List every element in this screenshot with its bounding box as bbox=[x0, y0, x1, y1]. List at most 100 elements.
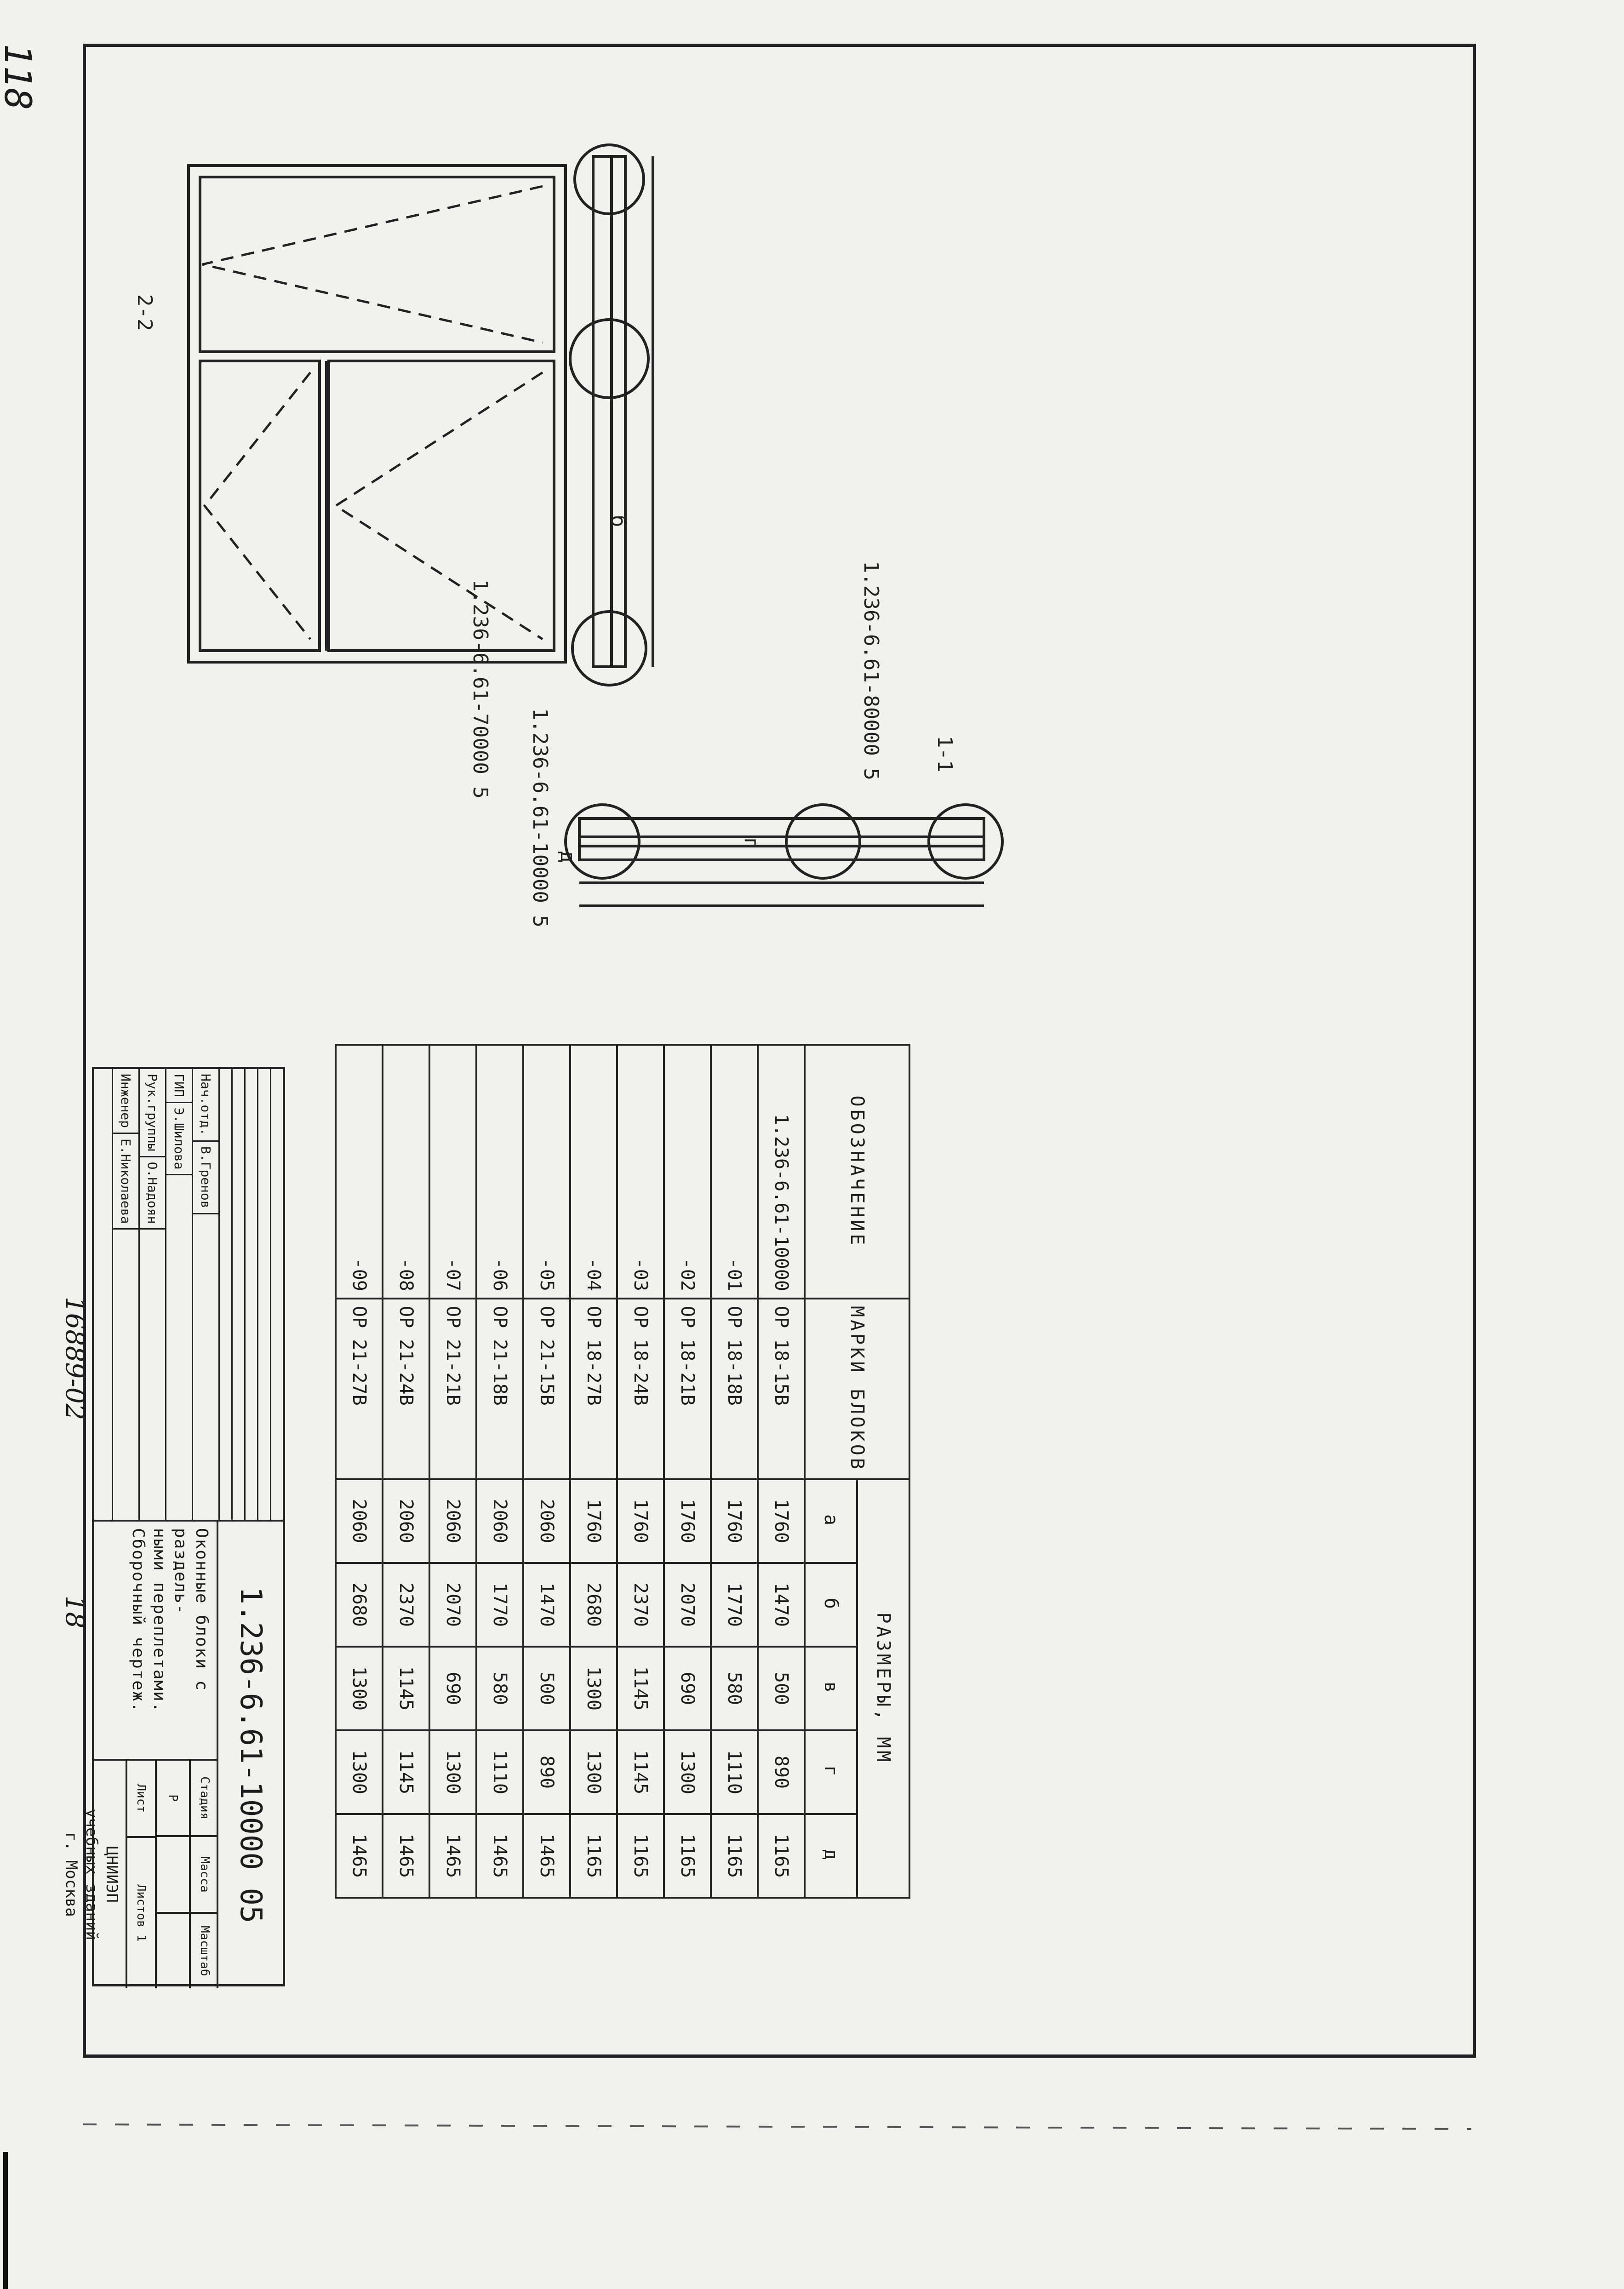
archive-sheet: 18 bbox=[60, 1596, 90, 1629]
cell-code: -06 bbox=[476, 1045, 523, 1299]
cell-d: 1165 bbox=[664, 1814, 711, 1898]
cell-code: -08 bbox=[383, 1045, 429, 1299]
cell-b: 2070 bbox=[429, 1562, 476, 1647]
cell-d: 1165 bbox=[617, 1814, 664, 1898]
cell-v: 500 bbox=[758, 1646, 805, 1730]
cell-code: -04 bbox=[570, 1045, 617, 1299]
cell-b: 2370 bbox=[617, 1562, 664, 1647]
cell-mark: ОР 21-18В bbox=[476, 1299, 523, 1479]
col-b: б bbox=[805, 1562, 857, 1647]
cell-d: 1165 bbox=[758, 1814, 805, 1898]
cell-d: 1465 bbox=[476, 1814, 523, 1898]
cell-mark: ОР 18-27В bbox=[570, 1299, 617, 1479]
cell-d: 1165 bbox=[711, 1814, 758, 1898]
node-ref-1: 1.236-6.61-10000 5 bbox=[528, 708, 552, 927]
cell-code: -07 bbox=[429, 1045, 476, 1299]
cell-v: 1145 bbox=[383, 1646, 429, 1730]
person-row: Нач.отд.В.Гренов bbox=[192, 1069, 218, 1520]
cell-b: 1470 bbox=[523, 1562, 570, 1647]
cell-a: 2060 bbox=[429, 1479, 476, 1563]
cell-mark: ОР 21-21В bbox=[429, 1299, 476, 1479]
col-g: г bbox=[805, 1730, 857, 1814]
cell-v: 580 bbox=[476, 1646, 523, 1730]
col-a: а bbox=[805, 1479, 857, 1563]
cell-a: 1760 bbox=[570, 1479, 617, 1563]
cell-v: 1300 bbox=[336, 1646, 383, 1730]
cell-b: 2370 bbox=[383, 1562, 429, 1647]
cell-mark: ОР 18-18В bbox=[711, 1299, 758, 1479]
cell-code: 1.236-6.61-10000 bbox=[758, 1045, 805, 1299]
archive-number: 16889-02 bbox=[60, 1297, 90, 1420]
cell-a: 2060 bbox=[383, 1479, 429, 1563]
cell-v: 1145 bbox=[617, 1646, 664, 1730]
cell-g: 1145 bbox=[383, 1730, 429, 1814]
cell-b: 2680 bbox=[336, 1562, 383, 1647]
cell-g: 1300 bbox=[570, 1730, 617, 1814]
cell-b: 1770 bbox=[476, 1562, 523, 1647]
cell-v: 1300 bbox=[570, 1646, 617, 1730]
cell-mark: ОР 21-15В bbox=[523, 1299, 570, 1479]
cell-mark: ОР 18-24В bbox=[617, 1299, 664, 1479]
scan-noise bbox=[3, 2123, 1472, 2289]
col-mark: МАРКИ БЛОКОВ bbox=[805, 1299, 909, 1479]
cell-g: 1110 bbox=[711, 1730, 758, 1814]
section-1-1 bbox=[564, 803, 1004, 907]
cell-g: 1110 bbox=[476, 1730, 523, 1814]
cell-d: 1465 bbox=[383, 1814, 429, 1898]
section-mark-2-label: 2-2 bbox=[133, 294, 156, 331]
cell-mark: ОР 18-15В bbox=[758, 1299, 805, 1479]
cell-mark: ОР 21-27В bbox=[336, 1299, 383, 1479]
spec-table: ОБОЗНАЧЕНИЕ МАРКИ БЛОКОВ РАЗМЕРЫ, ММ а б… bbox=[335, 1044, 910, 1899]
stage-grid: Стадия Масса Масштаб Р Лист Листов 1 ЦНИ… bbox=[62, 1759, 218, 1988]
cell-v: 690 bbox=[664, 1646, 711, 1730]
cell-code: -03 bbox=[617, 1045, 664, 1299]
cell-b: 2070 bbox=[664, 1562, 711, 1647]
col-designation: ОБОЗНАЧЕНИЕ bbox=[805, 1045, 909, 1299]
document-designation: 1.236-6.61-10000 05 bbox=[217, 1520, 283, 1988]
cell-a: 1760 bbox=[711, 1479, 758, 1563]
cell-mark: ОР 18-21В bbox=[664, 1299, 711, 1479]
dim-d: д bbox=[556, 851, 579, 863]
dim-b: б bbox=[606, 515, 630, 527]
col-d: д bbox=[805, 1814, 857, 1898]
cell-g: 890 bbox=[758, 1730, 805, 1814]
cell-d: 1465 bbox=[336, 1814, 383, 1898]
cell-v: 580 bbox=[711, 1646, 758, 1730]
revision-grid bbox=[218, 1069, 283, 1520]
cell-d: 1465 bbox=[523, 1814, 570, 1898]
section-mark-1-1: 1-1 bbox=[933, 736, 956, 772]
dim-g: г bbox=[740, 837, 763, 849]
cell-a: 1760 bbox=[617, 1479, 664, 1563]
window-elevation bbox=[187, 164, 567, 664]
cell-a: 1760 bbox=[664, 1479, 711, 1563]
col-v: в bbox=[805, 1646, 857, 1730]
cell-code: -02 bbox=[664, 1045, 711, 1299]
drawing-frame bbox=[83, 44, 1476, 2058]
cell-b: 2680 bbox=[570, 1562, 617, 1647]
window-drawings: 2-2 1-1 б д г 1.236-6.61-10000 5 1.236-6… bbox=[133, 143, 1004, 927]
cell-g: 1300 bbox=[429, 1730, 476, 1814]
cell-d: 1165 bbox=[570, 1814, 617, 1898]
node-ref-2: 1.236-6.61-70000 5 bbox=[469, 579, 492, 799]
cell-code: -01 bbox=[711, 1045, 758, 1299]
cell-a: 2060 bbox=[523, 1479, 570, 1563]
cell-b: 1770 bbox=[711, 1562, 758, 1647]
rotated-content: 2-2 1-1 б д г 1.236-6.61-10000 5 1.236-6… bbox=[60, 55, 1462, 2042]
document-title: Оконные блоки с раздель- ными переплетам… bbox=[92, 1520, 218, 1759]
cell-mark: ОР 21-24В bbox=[383, 1299, 429, 1479]
cell-b: 1470 bbox=[758, 1562, 805, 1647]
handwritten-page-number: 118 bbox=[0, 44, 39, 110]
